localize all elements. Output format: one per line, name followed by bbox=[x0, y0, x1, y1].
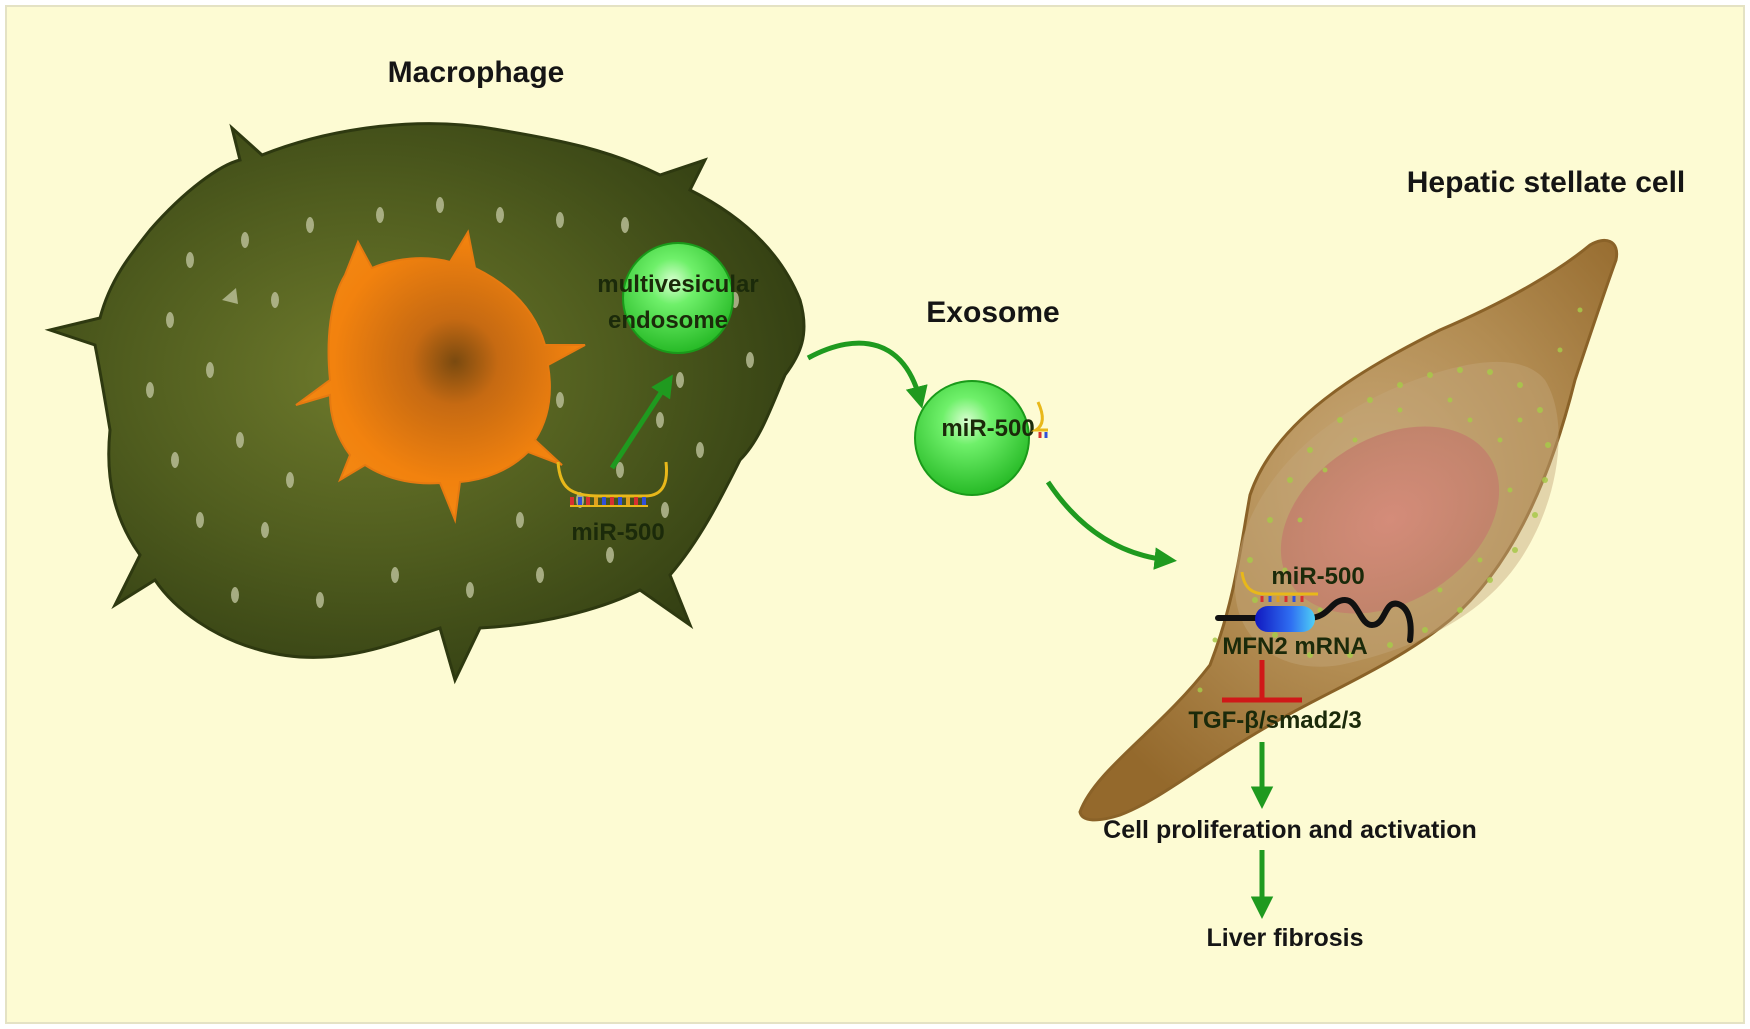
exosome-title: Exosome bbox=[926, 296, 1059, 329]
macrophage-title: Macrophage bbox=[388, 56, 565, 89]
mirna-strand-icon bbox=[556, 461, 668, 507]
mrna-strand-icon bbox=[1215, 596, 1414, 643]
arrow-icon bbox=[806, 340, 928, 409]
proliferation-label: Cell proliferation and activation bbox=[1103, 816, 1477, 844]
fibrosis-label: Liver fibrosis bbox=[1207, 924, 1364, 952]
endosome-sphere bbox=[622, 242, 734, 354]
tgf-smad-label: TGF-β/smad2/3 bbox=[1188, 707, 1361, 734]
hepatic-stellate-cell bbox=[1078, 239, 1619, 822]
hsc-granules bbox=[1197, 307, 1583, 693]
arrow-icon bbox=[1045, 480, 1177, 570]
hsc-nucleus bbox=[1280, 426, 1500, 614]
mir500-exosome-label: miR-500 bbox=[941, 415, 1034, 442]
mir500-macrophage-label: miR-500 bbox=[571, 519, 664, 546]
exosome: miR-500 bbox=[914, 380, 1048, 496]
endosome-label-line2: endosome bbox=[608, 307, 728, 334]
endosome-label-line1: multivesicular bbox=[597, 271, 758, 298]
exosome-sphere bbox=[914, 380, 1030, 496]
macrophage-nucleus bbox=[295, 229, 586, 524]
macrophage-cell bbox=[44, 122, 806, 685]
macrophage-granules bbox=[146, 197, 754, 608]
protein-complex bbox=[1255, 606, 1315, 632]
mirna-strand-icon bbox=[1240, 571, 1318, 602]
arrow-icon bbox=[609, 374, 673, 470]
mir500-hsc-label: miR-500 bbox=[1271, 563, 1364, 590]
inhibition-bar-icon bbox=[1222, 660, 1302, 703]
mirna-strand-icon bbox=[1030, 401, 1048, 432]
hsc-title: Hepatic stellate cell bbox=[1407, 166, 1685, 199]
mfn2-label: MFN2 mRNA bbox=[1222, 633, 1367, 660]
multivesicular-endosome: multivesicular endosome bbox=[597, 242, 759, 354]
